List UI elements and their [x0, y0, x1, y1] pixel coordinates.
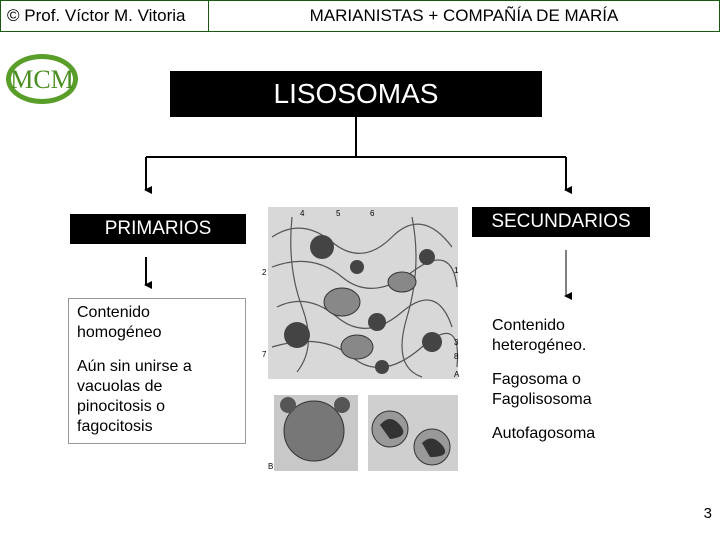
- secundarios-item: Contenido heterogéneo.: [492, 317, 587, 354]
- secundarios-label: SECUNDARIOS: [472, 207, 650, 237]
- micrograph-label: 6: [370, 209, 375, 218]
- micrograph-label: 7: [262, 350, 267, 359]
- micrograph-label: 2: [262, 268, 267, 277]
- primarios-label: PRIMARIOS: [70, 214, 246, 244]
- micrograph-label: 4: [300, 209, 305, 218]
- author-label: © Prof. Víctor M. Vitoria: [1, 1, 209, 31]
- micrograph-label: 5: [336, 209, 341, 218]
- page-number: 3: [703, 505, 712, 522]
- mcm-logo: MCM: [6, 54, 78, 104]
- micrograph-label: B: [268, 462, 273, 471]
- diagram-title: LISOSOMAS: [170, 71, 542, 117]
- header-bar: © Prof. Víctor M. Vitoria MARIANISTAS + …: [0, 0, 720, 32]
- secundarios-item: Autofagosoma: [492, 425, 596, 442]
- micrograph-label: A: [454, 370, 460, 379]
- secundarios-description: Contenido heterogéneo. Fagosoma o Fagoli…: [484, 312, 654, 452]
- lysosome-micrograph: 4 5 6 2 1 7 3 8 A B: [262, 207, 460, 471]
- primarios-description: Contenido homogéneo Aún sin unirse a vac…: [68, 298, 246, 444]
- primarios-item: Contenido homogéneo: [77, 304, 162, 341]
- institution-label: MARIANISTAS + COMPAÑÍA DE MARÍA: [209, 1, 719, 31]
- micrograph-label: 3: [454, 338, 459, 347]
- secundarios-item: Fagosoma o Fagolisosoma: [492, 371, 592, 408]
- micrograph-label: 1: [454, 266, 459, 275]
- primarios-item: Aún sin unirse a vacuolas de pinocitosis…: [77, 358, 192, 435]
- micrograph-label: 8: [454, 352, 459, 361]
- svg-text:MCM: MCM: [10, 65, 74, 94]
